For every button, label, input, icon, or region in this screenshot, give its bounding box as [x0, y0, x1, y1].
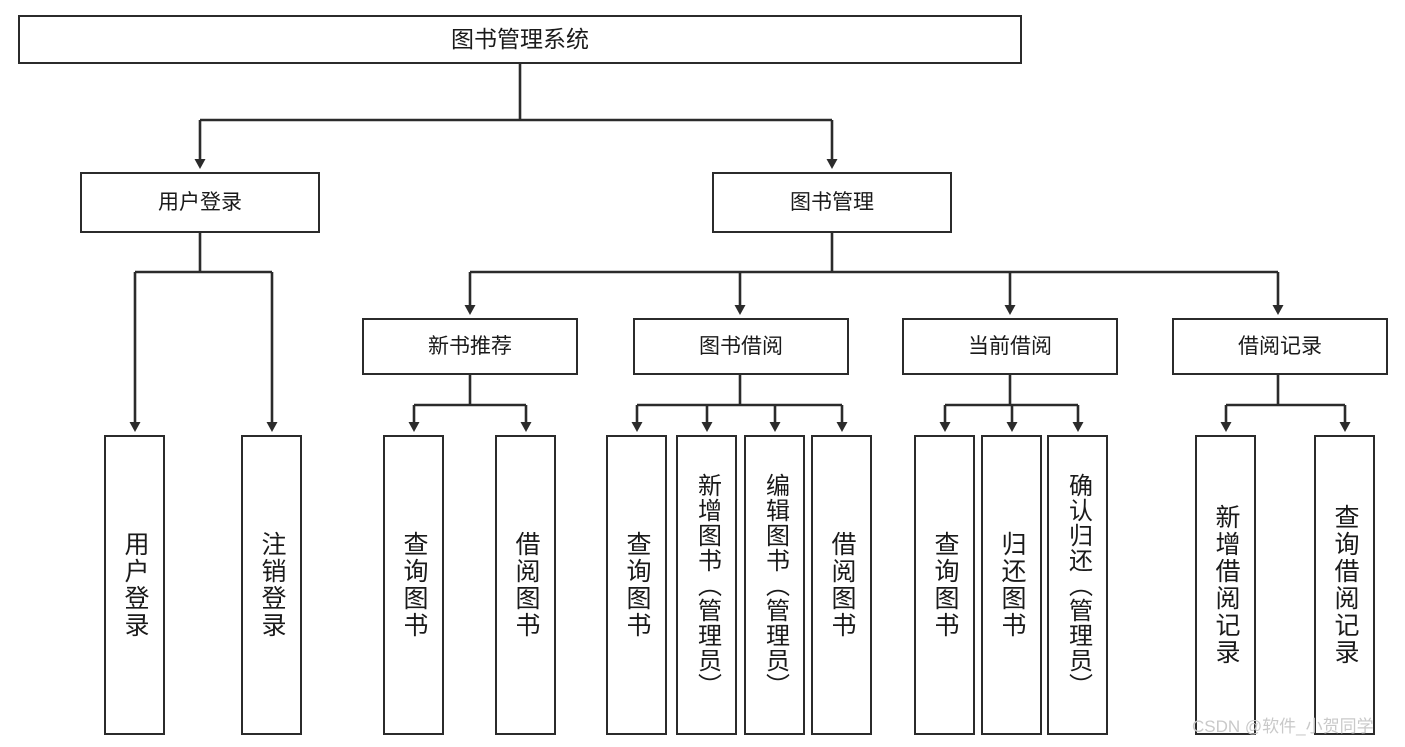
- node-label: 当前借阅: [968, 334, 1052, 358]
- node-new-book-recommend[interactable]: 新书推荐: [362, 318, 578, 375]
- node-label: 确认归还（管理员）: [1064, 472, 1092, 698]
- node-label: 编辑图书（管理员）: [761, 472, 789, 698]
- node-user-login[interactable]: 用户登录: [80, 172, 320, 233]
- leaf-current-borrow-return[interactable]: 归还图书: [981, 435, 1042, 735]
- leaf-book-borrow-edit[interactable]: 编辑图书（管理员）: [744, 435, 805, 735]
- leaf-book-borrow-borrow[interactable]: 借阅图书: [811, 435, 872, 735]
- node-label: 用户登录: [158, 190, 242, 214]
- node-label: 图书借阅: [699, 334, 783, 358]
- leaf-current-borrow-confirm-return[interactable]: 确认归还（管理员）: [1047, 435, 1108, 735]
- node-label: 查询图书: [931, 531, 959, 639]
- leaf-user-login-signout[interactable]: 注销登录: [241, 435, 302, 735]
- node-borrow-record[interactable]: 借阅记录: [1172, 318, 1388, 375]
- node-book-management[interactable]: 图书管理: [712, 172, 952, 233]
- node-label: 归还图书: [998, 531, 1026, 639]
- node-book-borrow[interactable]: 图书借阅: [633, 318, 849, 375]
- node-label: 新书推荐: [428, 334, 512, 358]
- node-label: 查询图书: [623, 531, 651, 639]
- node-label: 图书管理: [790, 190, 874, 214]
- node-label: 用户登录: [121, 531, 149, 639]
- leaf-borrow-record-add[interactable]: 新增借阅记录: [1195, 435, 1256, 735]
- node-label: 新增借阅记录: [1212, 504, 1240, 666]
- node-root-system[interactable]: 图书管理系统: [18, 15, 1022, 64]
- node-label: 新增图书（管理员）: [693, 472, 721, 698]
- node-label: 借阅记录: [1238, 334, 1322, 358]
- leaf-new-book-borrow[interactable]: 借阅图书: [495, 435, 556, 735]
- leaf-book-borrow-add[interactable]: 新增图书（管理员）: [676, 435, 737, 735]
- leaf-user-login-signin[interactable]: 用户登录: [104, 435, 165, 735]
- leaf-current-borrow-query[interactable]: 查询图书: [914, 435, 975, 735]
- leaf-book-borrow-query[interactable]: 查询图书: [606, 435, 667, 735]
- node-label: 查询图书: [400, 531, 428, 639]
- node-label: 借阅图书: [828, 531, 856, 639]
- node-label: 图书管理系统: [451, 25, 589, 52]
- leaf-borrow-record-query[interactable]: 查询借阅记录: [1314, 435, 1375, 735]
- node-label: 借阅图书: [512, 531, 540, 639]
- leaf-new-book-query[interactable]: 查询图书: [383, 435, 444, 735]
- watermark: CSDN @软件_小贺同学: [1192, 717, 1374, 736]
- node-label: 查询借阅记录: [1331, 504, 1359, 666]
- node-current-borrow[interactable]: 当前借阅: [902, 318, 1118, 375]
- node-label: 注销登录: [258, 531, 286, 639]
